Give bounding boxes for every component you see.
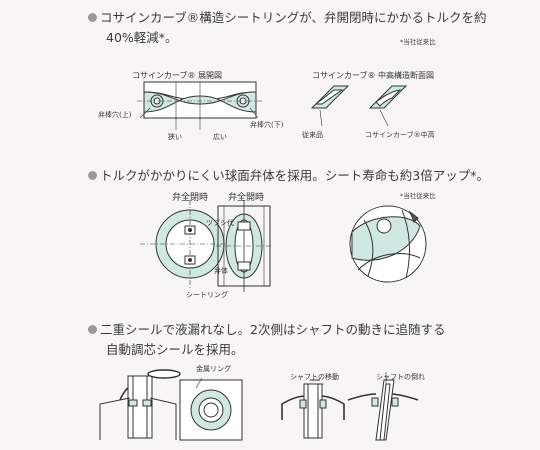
fig-section-title: コサインカーブ® 中高構造断面図 [312,71,435,80]
seal-diagram-shaft-tilt [347,372,419,441]
valve-closed-diagram [140,200,240,290]
metal-ring-diagram [179,377,243,441]
section2-note: *当社従来比 [400,192,436,200]
section1-note: *当社従来比 [400,38,436,46]
label-pin-upper: 弁棒穴(上) [98,111,132,119]
spherical-disc-diagram [349,205,427,283]
label-wide: 広い [213,133,227,141]
section2-line1: トルクがかかりにくい球面弁体を採用。シート寿命も約3倍アップ*。 [100,168,489,183]
section1-heading: コサインカーブ®構造シートリングが、弁開閉時にかかるトルクを約 [88,8,487,27]
label-shaft-move: シャフトの移動 [290,373,339,381]
label-disc: 弁体 [214,267,228,275]
label-cosine-mid: コサインカーブ®中高 [365,131,435,139]
label-narrow: 狭い [168,133,182,141]
fig-development-title: コサインカーブ® 展開図 [132,71,223,80]
section1-line1: コサインカーブ®構造シートリングが、弁開閉時にかかるトルクを約 [100,10,487,25]
bullet-icon [88,13,97,22]
bullet-icon [88,171,97,180]
seal-diagram-shaft-move [281,379,345,439]
section3-line2: 自動調芯シールを採用。 [106,342,244,357]
valve-open-diagram [216,200,272,292]
bullet-icon [88,325,97,334]
label-conventional: 従来品 [302,131,323,139]
label-shaft-tilt: シャフトの倒れ [376,373,425,381]
label-seat-ring: シートリング [186,291,228,299]
label-full-closed: 弁全閉時 [172,193,209,203]
cosine-development-diagram [137,81,262,130]
conventional-section [310,85,350,127]
cosine-mid-section [368,85,408,127]
section2-heading: トルクがかかりにくい球面弁体を採用。シート寿命も約3倍アップ*。 [88,166,489,185]
section3-line1: 二重シールで液漏れなし。2次側はシャフトの動きに追随する [100,322,446,337]
seal-diagram-1 [99,369,181,440]
section1-line2: 40%軽減*。 [106,30,178,45]
label-full-open: 弁全開時 [228,193,265,203]
label-metal-ring: 金属リング [196,365,231,373]
label-tsubushi: ツブシ代 [206,219,234,227]
label-pin-lower: 弁棒穴(下) [250,121,284,129]
section3-heading: 二重シールで液漏れなし。2次側はシャフトの動きに追随する [88,320,445,339]
